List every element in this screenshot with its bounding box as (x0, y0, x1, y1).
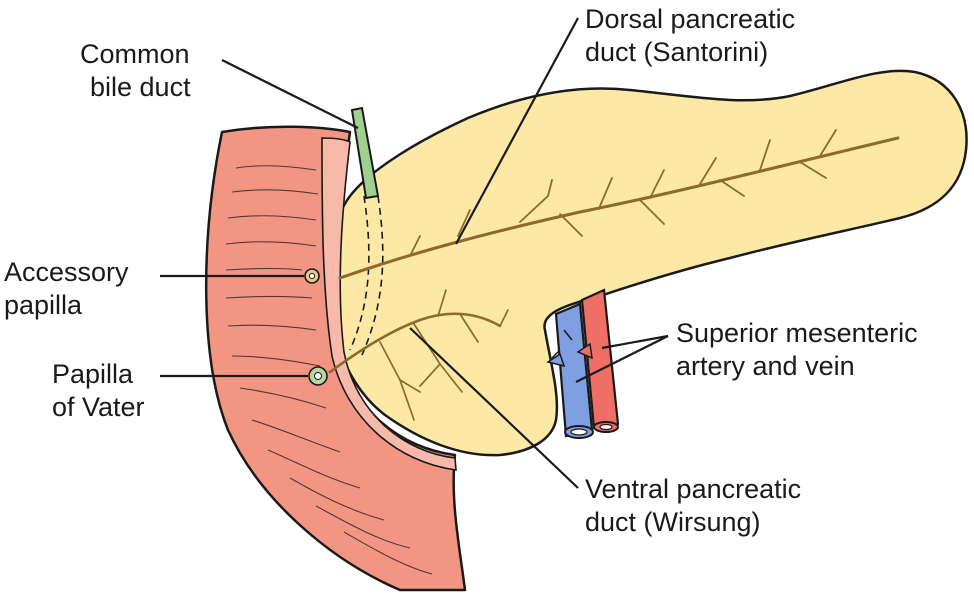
label-line: duct (Wirsung) (585, 507, 761, 537)
label-line: bile duct (90, 72, 191, 102)
label-line: artery and vein (676, 351, 855, 381)
label-line: Accessory (4, 257, 129, 287)
common-bile-duct (350, 106, 380, 200)
label-line: Common (80, 39, 190, 69)
superior-mesenteric-vein (546, 302, 594, 439)
label-common-bile-duct: Common bile duct (80, 38, 191, 104)
label-line: Superior mesenteric (676, 318, 918, 348)
ventral-pancreatic-duct (328, 289, 509, 421)
label-line: duct (Santorini) (585, 37, 769, 67)
label-line: Dorsal pancreatic (585, 4, 796, 34)
label-papilla-of-vater: Papilla of Vater (52, 358, 145, 424)
label-accessory-papilla: Accessory papilla (4, 256, 129, 322)
label-superior-mesenteric: Superior mesenteric artery and vein (676, 317, 918, 383)
accessory-papilla (304, 268, 320, 284)
papilla-of-vater (308, 366, 328, 386)
superior-mesenteric-artery (576, 288, 620, 433)
bile-duct-dashed (349, 195, 384, 356)
duodenum-folds (225, 165, 433, 575)
label-line: Papilla (52, 359, 134, 389)
label-line: Ventral pancreatic (585, 474, 802, 504)
dorsal-pancreatic-duct (338, 129, 900, 280)
pancreas (328, 69, 968, 457)
label-line: of Vater (52, 392, 145, 422)
duodenum-lining (321, 137, 457, 471)
label-dorsal-pancreatic-duct: Dorsal pancreatic duct (Santorini) (585, 3, 795, 69)
leader-lines (160, 17, 669, 489)
label-line: papilla (4, 290, 83, 320)
label-ventral-pancreatic-duct: Ventral pancreatic duct (Wirsung) (585, 473, 801, 539)
